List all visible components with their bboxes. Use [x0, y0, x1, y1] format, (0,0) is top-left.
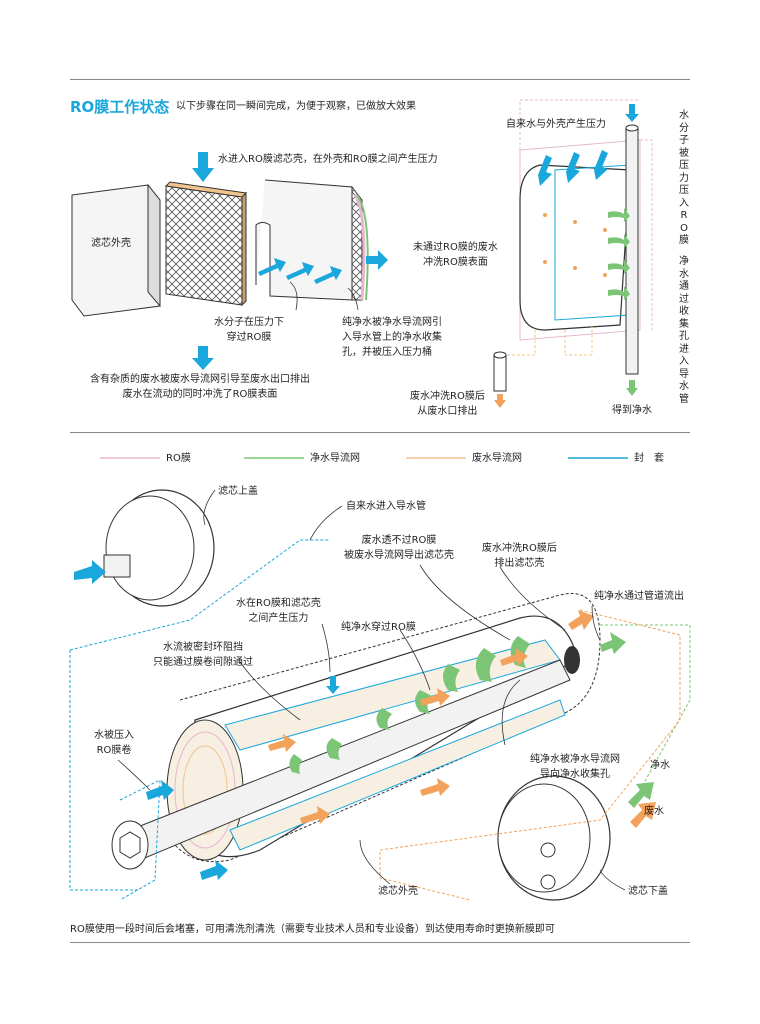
- waste-line-1: 含有杂质的废水被废水导流网引导至废水出口排出: [90, 374, 310, 385]
- seal-label: 水流被密封环阻挡 只能通过膜卷间隙通过: [153, 640, 253, 670]
- seal-line-2: 只能通过膜卷间隙通过: [153, 657, 253, 668]
- pure-water-label: 净水: [650, 760, 670, 771]
- pressure-line-2: 之间产生压力: [248, 613, 309, 624]
- pure-guide-line-2: 导向净水收集孔: [540, 769, 610, 780]
- shell-panel: [71, 183, 161, 317]
- shell-label: 滤芯外壳: [91, 238, 131, 249]
- molecule-label: 水分子在压力下 穿过RO膜: [214, 315, 284, 345]
- vertical-left-label: 水分子被压力压入RO膜: [679, 110, 689, 246]
- unfiltered-line-1: 未通过RO膜的废水: [413, 242, 498, 253]
- tap-pressure-label: 自来水与外壳产生压力: [506, 119, 606, 130]
- molecule-line-2: 穿过RO膜: [226, 332, 272, 343]
- pure-line-1: 纯净水被净水导流网引: [342, 317, 442, 328]
- waste-through-line-2: 被废水导流网导出滤芯壳: [344, 550, 454, 561]
- water-in-label: 水进入RO膜滤芯壳，在外壳和RO膜之间产生压力: [218, 154, 438, 165]
- bottom-rule: [70, 942, 690, 943]
- pressure-line-1: 水在RO膜和滤芯壳: [236, 598, 321, 609]
- waste-line-2: 废水在流动的同时冲洗了RO膜表面: [122, 389, 278, 400]
- unfiltered-line-2: 冲洗RO膜表面: [423, 257, 488, 268]
- pure-pass-label: 纯净水穿过RO膜: [341, 622, 416, 633]
- top-cap-label: 滤芯上盖: [218, 486, 258, 497]
- waste-out-line-1: 废水冲洗RO膜后: [410, 391, 485, 402]
- waste-through-line-1: 废水透不过RO膜: [361, 535, 437, 546]
- page-title: RO膜工作状态: [70, 98, 170, 116]
- page-subtitle: 以下步骤在同一瞬间完成，为便于观察，已做放大效果: [176, 101, 416, 112]
- footer-note: RO膜使用一段时间后会堵塞，可用清洗剂清洗（需要专业技术人员和专业设备）到达使用…: [70, 924, 555, 935]
- legend-pure: 净水导流网: [310, 453, 360, 464]
- pure-line-2: 入导水管上的净水收集: [342, 332, 442, 343]
- pressed-line-2: RO膜卷: [96, 745, 132, 756]
- molecule-line-1: 水分子在压力下: [214, 317, 284, 328]
- waste-out-line-2: 从废水口排出: [417, 406, 478, 417]
- legend-seal: 封 套: [634, 453, 664, 464]
- waste-flush-line-1: 废水冲洗RO膜后: [482, 543, 557, 554]
- pure-guide-label: 纯净水被净水导流网引 入导水管上的净水收集 孔，并被压入压力桶: [342, 315, 442, 360]
- waste-label: 含有杂质的废水被废水导流网引导至废水出口排出 废水在流动的同时冲洗了RO膜表面: [90, 372, 310, 402]
- get-pure-label: 得到净水: [612, 405, 652, 416]
- waste-water-label: 废水: [644, 806, 664, 817]
- legend-waste: 废水导流网: [472, 453, 522, 464]
- mesh-panel: [164, 181, 248, 307]
- seal-line-1: 水流被密封环阻挡: [163, 642, 243, 653]
- tap-in-label: 自来水进入导水管: [346, 501, 426, 512]
- water-in-arrows: [192, 152, 388, 370]
- waste-flush-label: 废水冲洗RO膜后 排出滤芯壳: [482, 541, 557, 571]
- middle-rule: [70, 432, 690, 433]
- cartridge: [69, 489, 691, 901]
- top-rule: [70, 79, 690, 80]
- waste-through-label: 废水透不过RO膜 被废水导流网导出滤芯壳: [344, 533, 454, 563]
- waste-out-label: 废水冲洗RO膜后 从废水口排出: [410, 389, 485, 419]
- legend-ro: RO膜: [166, 453, 191, 464]
- pressed-line-1: 水被压入: [94, 730, 134, 741]
- pressed-label: 水被压入 RO膜卷: [94, 728, 134, 758]
- top-leader-lines: [289, 281, 359, 311]
- pure-guide-line-1: 纯净水被净水导流网: [530, 754, 620, 765]
- membrane-block: [255, 179, 369, 301]
- bottom-cap-label: 滤芯下盖: [628, 886, 668, 897]
- shell-bottom-label: 滤芯外壳: [378, 886, 418, 897]
- flat-membrane: [493, 99, 653, 408]
- pure-out-label: 纯净水通过管道流出: [594, 591, 684, 602]
- pure-line-3: 孔，并被压入压力桶: [342, 347, 432, 358]
- pure-guide-bottom-label: 纯净水被净水导流网 导向净水收集孔: [530, 752, 620, 782]
- pressure-label: 水在RO膜和滤芯壳 之间产生压力: [236, 596, 321, 626]
- vertical-right-label: 净水通过收集孔进入导水管: [679, 256, 689, 405]
- waste-flush-line-2: 排出滤芯壳: [494, 558, 545, 569]
- unfiltered-label: 未通过RO膜的废水 冲洗RO膜表面: [413, 240, 498, 270]
